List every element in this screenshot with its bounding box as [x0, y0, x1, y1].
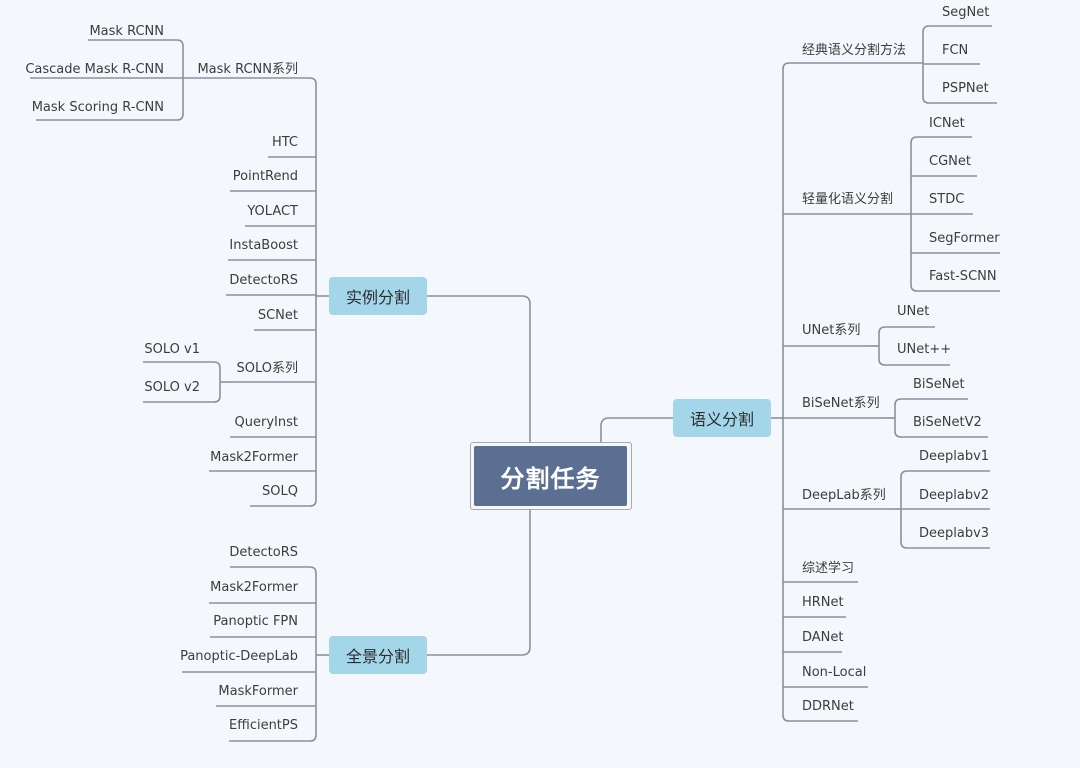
node-survey[interactable]: 综述学习: [802, 561, 855, 576]
node-deeplab-series[interactable]: DeepLab系列: [802, 488, 886, 503]
mask-rcnn-branch-2: [36, 113, 184, 121]
node-icnet[interactable]: ICNet: [929, 116, 965, 131]
node-unet-series[interactable]: UNet系列: [802, 323, 861, 338]
node-instaboost[interactable]: InstaBoost: [229, 238, 298, 253]
node-segformer[interactable]: SegFormer: [929, 231, 1000, 246]
node-deeplabv3[interactable]: Deeplabv3: [919, 526, 990, 541]
classic-branch-2: [922, 96, 997, 104]
bisenet-branch-0: [894, 398, 968, 406]
node-pspnet[interactable]: PSPNet: [942, 81, 989, 96]
node-fcn[interactable]: FCN: [942, 43, 969, 58]
node-mask2former[interactable]: Mask2Former: [210, 450, 298, 465]
node-deeplabv1[interactable]: Deeplabv1: [919, 449, 990, 464]
classic-branch-0: [922, 25, 992, 33]
node-maskformer[interactable]: MaskFormer: [218, 684, 298, 699]
node-panoptic-deeplab[interactable]: Panoptic-DeepLab: [180, 649, 298, 664]
topic-panoptic-segmentation[interactable]: 全景分割: [329, 636, 427, 674]
semantic-branch-0: [782, 62, 905, 70]
node-yolact[interactable]: YOLACT: [247, 204, 298, 219]
unet-branch-0: [878, 326, 935, 334]
node-panoptic-detectors[interactable]: DetectoRS: [229, 545, 298, 560]
node-segnet[interactable]: SegNet: [942, 5, 990, 20]
node-mask-scoring-rcnn[interactable]: Mask Scoring R-CNN: [31, 100, 164, 115]
node-solq[interactable]: SOLQ: [262, 484, 298, 499]
link-central-semantic: [600, 417, 673, 446]
node-bisenetv2[interactable]: BiSeNetV2: [913, 415, 982, 430]
deeplab-branch-2: [900, 541, 990, 549]
node-classic-semantic[interactable]: 经典语义分割方法: [802, 43, 907, 58]
link-central-panoptic: [427, 506, 531, 656]
topic-instance-segmentation[interactable]: 实例分割: [329, 277, 427, 315]
node-bisenet-series[interactable]: BiSeNet系列: [802, 396, 880, 411]
instance-branch-10: [250, 499, 317, 507]
node-deeplabv2[interactable]: Deeplabv2: [919, 488, 990, 503]
deeplab-branch-0: [900, 470, 990, 478]
link-central-instance: [427, 295, 531, 446]
node-scnet[interactable]: SCNet: [257, 308, 298, 323]
node-panoptic-fpn[interactable]: Panoptic FPN: [213, 614, 298, 629]
topic-semantic-segmentation[interactable]: 语义分割: [673, 399, 771, 437]
node-stdc[interactable]: STDC: [929, 192, 965, 207]
node-pointrend[interactable]: PointRend: [232, 169, 298, 184]
light-branch-4: [910, 284, 1000, 292]
node-mask-rcnn[interactable]: Mask RCNN: [89, 24, 164, 39]
node-lightweight-semantic[interactable]: 轻量化语义分割: [802, 192, 894, 207]
node-fast-scnn[interactable]: Fast-SCNN: [929, 269, 997, 284]
node-hrnet[interactable]: HRNet: [802, 595, 844, 610]
node-solo-v2[interactable]: SOLO v2: [144, 380, 200, 395]
node-efficientps[interactable]: EfficientPS: [229, 718, 298, 733]
node-solo-v1[interactable]: SOLO v1: [144, 342, 200, 357]
bisenet-branch-1: [894, 430, 988, 438]
node-detectors[interactable]: DetectoRS: [229, 273, 298, 288]
node-danet[interactable]: DANet: [802, 630, 844, 645]
solo-branch-0: [143, 361, 221, 369]
semantic-branch-9: [782, 714, 858, 722]
node-unet[interactable]: UNet: [897, 304, 930, 319]
panoptic-branch-5: [229, 734, 317, 742]
node-bisenet[interactable]: BiSeNet: [913, 377, 965, 392]
light-branch-0: [910, 136, 972, 144]
node-unetpp[interactable]: UNet++: [897, 342, 952, 357]
solo-branch-1: [143, 395, 221, 403]
node-panoptic-mask2former[interactable]: Mask2Former: [210, 580, 298, 595]
node-htc[interactable]: HTC: [271, 135, 298, 150]
node-ddrnet[interactable]: DDRNet: [802, 699, 854, 714]
node-queryinst[interactable]: QueryInst: [234, 415, 298, 430]
mask-rcnn-branch-0: [88, 39, 184, 47]
unet-branch-1: [878, 358, 950, 366]
instance-branch-0: [200, 77, 317, 85]
node-cgnet[interactable]: CGNet: [929, 154, 971, 169]
central-topic[interactable]: 分割任务: [474, 446, 627, 506]
node-non-local[interactable]: Non-Local: [802, 665, 867, 680]
node-mask-rcnn-series[interactable]: Mask RCNN系列: [197, 62, 298, 77]
node-cascade-mask-rcnn[interactable]: Cascade Mask R-CNN: [25, 62, 164, 77]
panoptic-branch-0: [230, 566, 317, 574]
node-solo-series[interactable]: SOLO系列: [236, 361, 299, 376]
